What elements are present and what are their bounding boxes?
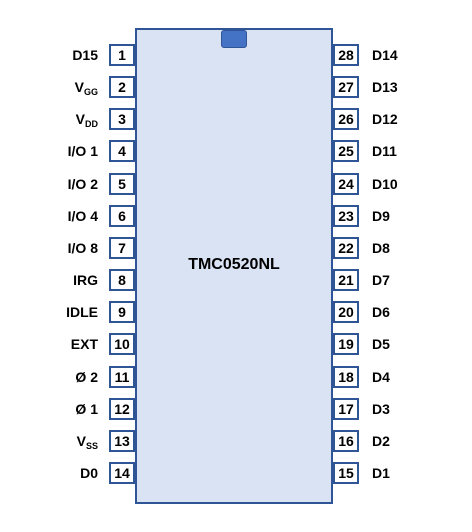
pin-label: D6 [372, 304, 390, 320]
pin-box: 9 [109, 301, 135, 323]
pin-label: D10 [372, 176, 398, 192]
pin-box: 1 [109, 44, 135, 66]
pin-label: I/O 8 [68, 237, 98, 259]
pin-label-subscript: SS [85, 441, 98, 451]
pin-label: D3 [372, 401, 390, 417]
pin-label-text: EXT [70, 336, 98, 352]
pin-box: 14 [109, 462, 135, 484]
orientation-notch [221, 30, 247, 48]
pin-box: 16 [333, 430, 359, 452]
chip-name: TMC0520NL [188, 256, 280, 273]
pin-label: IRG [73, 269, 98, 291]
pin-label-text: Ø 1 [75, 401, 98, 417]
pin-label: VGG [75, 76, 98, 98]
pin-label: I/O 1 [68, 140, 98, 162]
pin-label: D7 [372, 272, 390, 288]
pin-label-text: V [74, 79, 84, 95]
pin-label-text: I/O 2 [67, 176, 98, 192]
pin-label-subscript: GG [83, 87, 98, 97]
pin-box: 22 [333, 237, 359, 259]
pin-box: 27 [333, 76, 359, 98]
pin-label: D13 [372, 79, 398, 95]
pin-label: IDLE [66, 301, 98, 323]
pin-label: VSS [77, 430, 98, 452]
pin-label: D14 [372, 47, 398, 63]
pin-box: 6 [109, 205, 135, 227]
pin-box: 24 [333, 173, 359, 195]
pin-box: 17 [333, 398, 359, 420]
pin-box: 4 [109, 140, 135, 162]
pin-label: D5 [372, 336, 390, 352]
pin-label: D9 [372, 208, 390, 224]
pin-box: 12 [109, 398, 135, 420]
pin-label-text: IDLE [66, 304, 98, 320]
pin-label: D1 [372, 465, 390, 481]
pin-label: I/O 4 [68, 205, 98, 227]
pin-label-text: D15 [72, 47, 98, 63]
pin-label-text: I/O 4 [67, 208, 98, 224]
pin-label: D8 [372, 240, 390, 256]
pin-label: I/O 2 [68, 173, 98, 195]
pin-box: 23 [333, 205, 359, 227]
pin-box: 7 [109, 237, 135, 259]
pin-box: 18 [333, 366, 359, 388]
pin-label: D2 [372, 433, 390, 449]
pin-box: 5 [109, 173, 135, 195]
pin-label: EXT [71, 333, 98, 355]
pin-label: D11 [372, 143, 397, 159]
pin-box: 26 [333, 108, 359, 130]
pin-label: D12 [372, 111, 398, 127]
pin-label: D0 [80, 462, 98, 484]
pin-label-text: V [75, 111, 85, 127]
chip-body [135, 28, 333, 504]
pin-box: 28 [333, 44, 359, 66]
pin-label-text: V [76, 433, 86, 449]
pin-box: 13 [109, 430, 135, 452]
pin-box: 15 [333, 462, 359, 484]
pin-label-text: IRG [73, 272, 98, 288]
pin-label-subscript: DD [85, 119, 98, 129]
pin-label-text: D0 [80, 465, 98, 481]
pin-box: 21 [333, 269, 359, 291]
pin-label: VDD [76, 108, 98, 130]
pin-label: Ø 1 [75, 398, 98, 420]
pin-box: 20 [333, 301, 359, 323]
pin-box: 25 [333, 140, 359, 162]
pin-box: 8 [109, 269, 135, 291]
pin-label-text: I/O 1 [67, 143, 98, 159]
pin-box: 3 [109, 108, 135, 130]
pin-box: 10 [109, 333, 135, 355]
pin-label: D15 [72, 44, 98, 66]
pin-label: D4 [372, 369, 390, 385]
pin-label-text: I/O 8 [67, 240, 98, 256]
pin-box: 19 [333, 333, 359, 355]
pin-label: Ø 2 [75, 366, 98, 388]
pin-box: 11 [109, 366, 135, 388]
pin-box: 2 [109, 76, 135, 98]
pin-label-text: Ø 2 [75, 369, 98, 385]
